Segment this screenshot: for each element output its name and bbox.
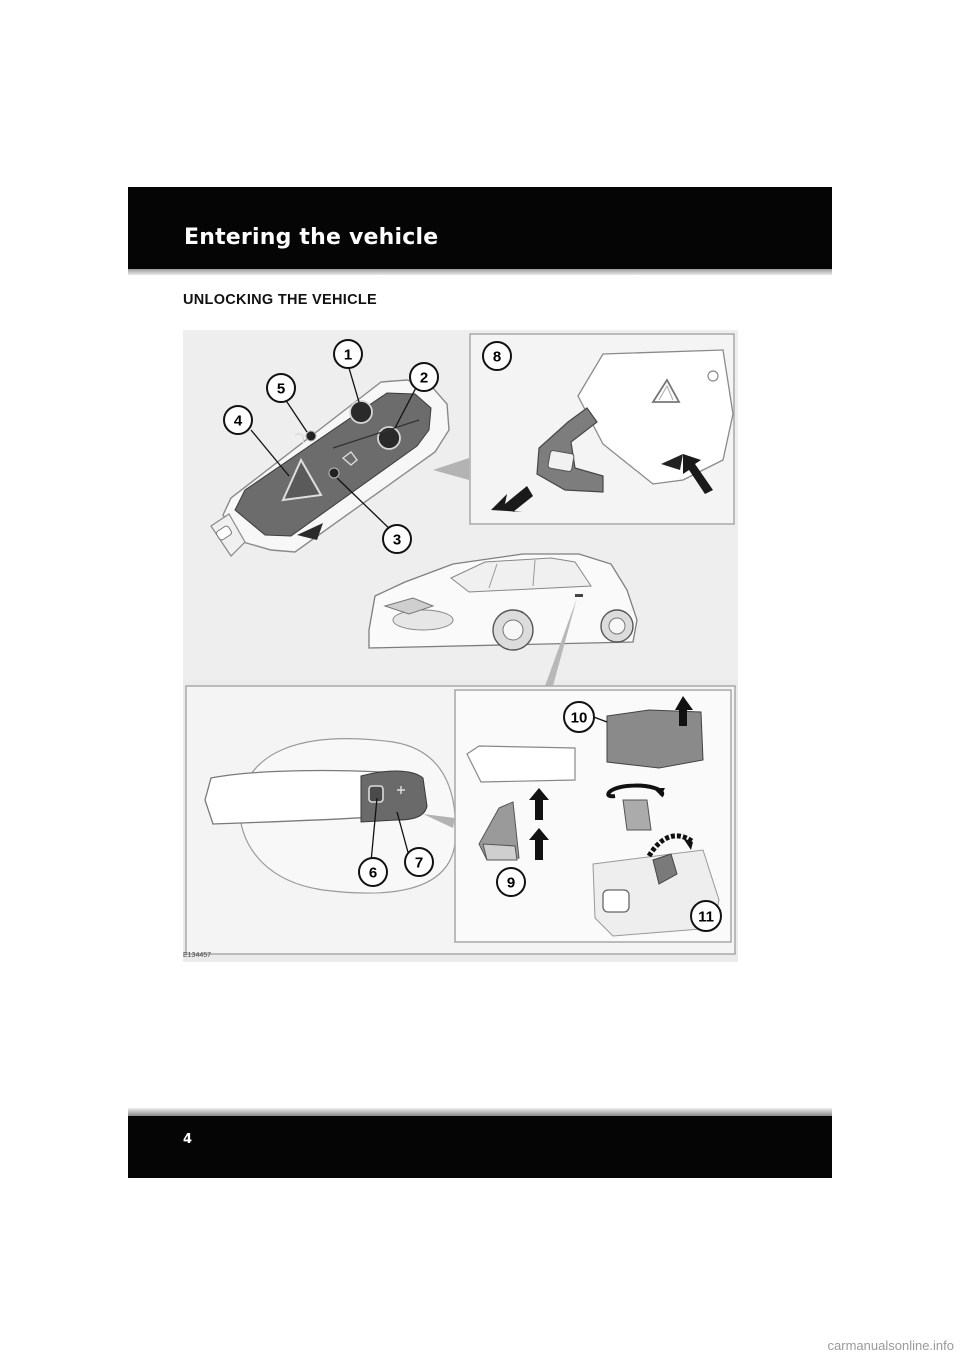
svg-text:7: 7 — [415, 855, 423, 872]
svg-text:4: 4 — [234, 413, 243, 430]
page-title: Entering the vehicle — [184, 225, 439, 250]
callout-1: 1 — [333, 339, 363, 369]
callout-4: 4 — [223, 405, 253, 435]
door-handle-illustration — [204, 738, 457, 894]
callout-9: 9 — [496, 867, 526, 897]
svg-text:3: 3 — [393, 532, 401, 549]
callout-labels: 1 2 3 4 5 6 7 8 9 10 11 — [223, 339, 722, 932]
watermark: carmanualsonline.info — [827, 1338, 954, 1353]
svg-text:2: 2 — [420, 370, 428, 387]
section-title: UNLOCKING THE VEHICLE — [183, 292, 377, 308]
svg-text:11: 11 — [698, 909, 714, 926]
page-footer: 4 — [128, 1116, 832, 1178]
car-illustration — [368, 553, 638, 651]
callout-6: 6 — [358, 857, 388, 887]
key-blade-panel — [469, 333, 735, 525]
svg-text:6: 6 — [369, 865, 377, 882]
svg-text:8: 8 — [493, 349, 501, 366]
callout-3: 3 — [382, 524, 412, 554]
figure-id: E134457 — [183, 952, 212, 959]
callout-5: 5 — [266, 373, 296, 403]
unlocking-illustration: 1 2 3 4 5 6 7 8 9 10 11 — [183, 330, 738, 962]
svg-text:9: 9 — [507, 875, 515, 892]
callout-8: 8 — [482, 341, 512, 371]
callout-10: 10 — [563, 701, 595, 733]
page-header: Entering the vehicle — [128, 187, 832, 269]
callout-2: 2 — [409, 362, 439, 392]
header-shadow — [128, 269, 832, 275]
key-fob-illustration — [210, 379, 450, 557]
svg-text:10: 10 — [571, 710, 588, 727]
callout-7: 7 — [404, 847, 434, 877]
svg-text:1: 1 — [344, 347, 352, 364]
footer-shadow — [128, 1108, 832, 1116]
key-barrel-panel — [454, 689, 732, 943]
page-number: 4 — [183, 1132, 193, 1147]
callout-11: 11 — [690, 900, 722, 932]
svg-text:5: 5 — [277, 381, 285, 398]
